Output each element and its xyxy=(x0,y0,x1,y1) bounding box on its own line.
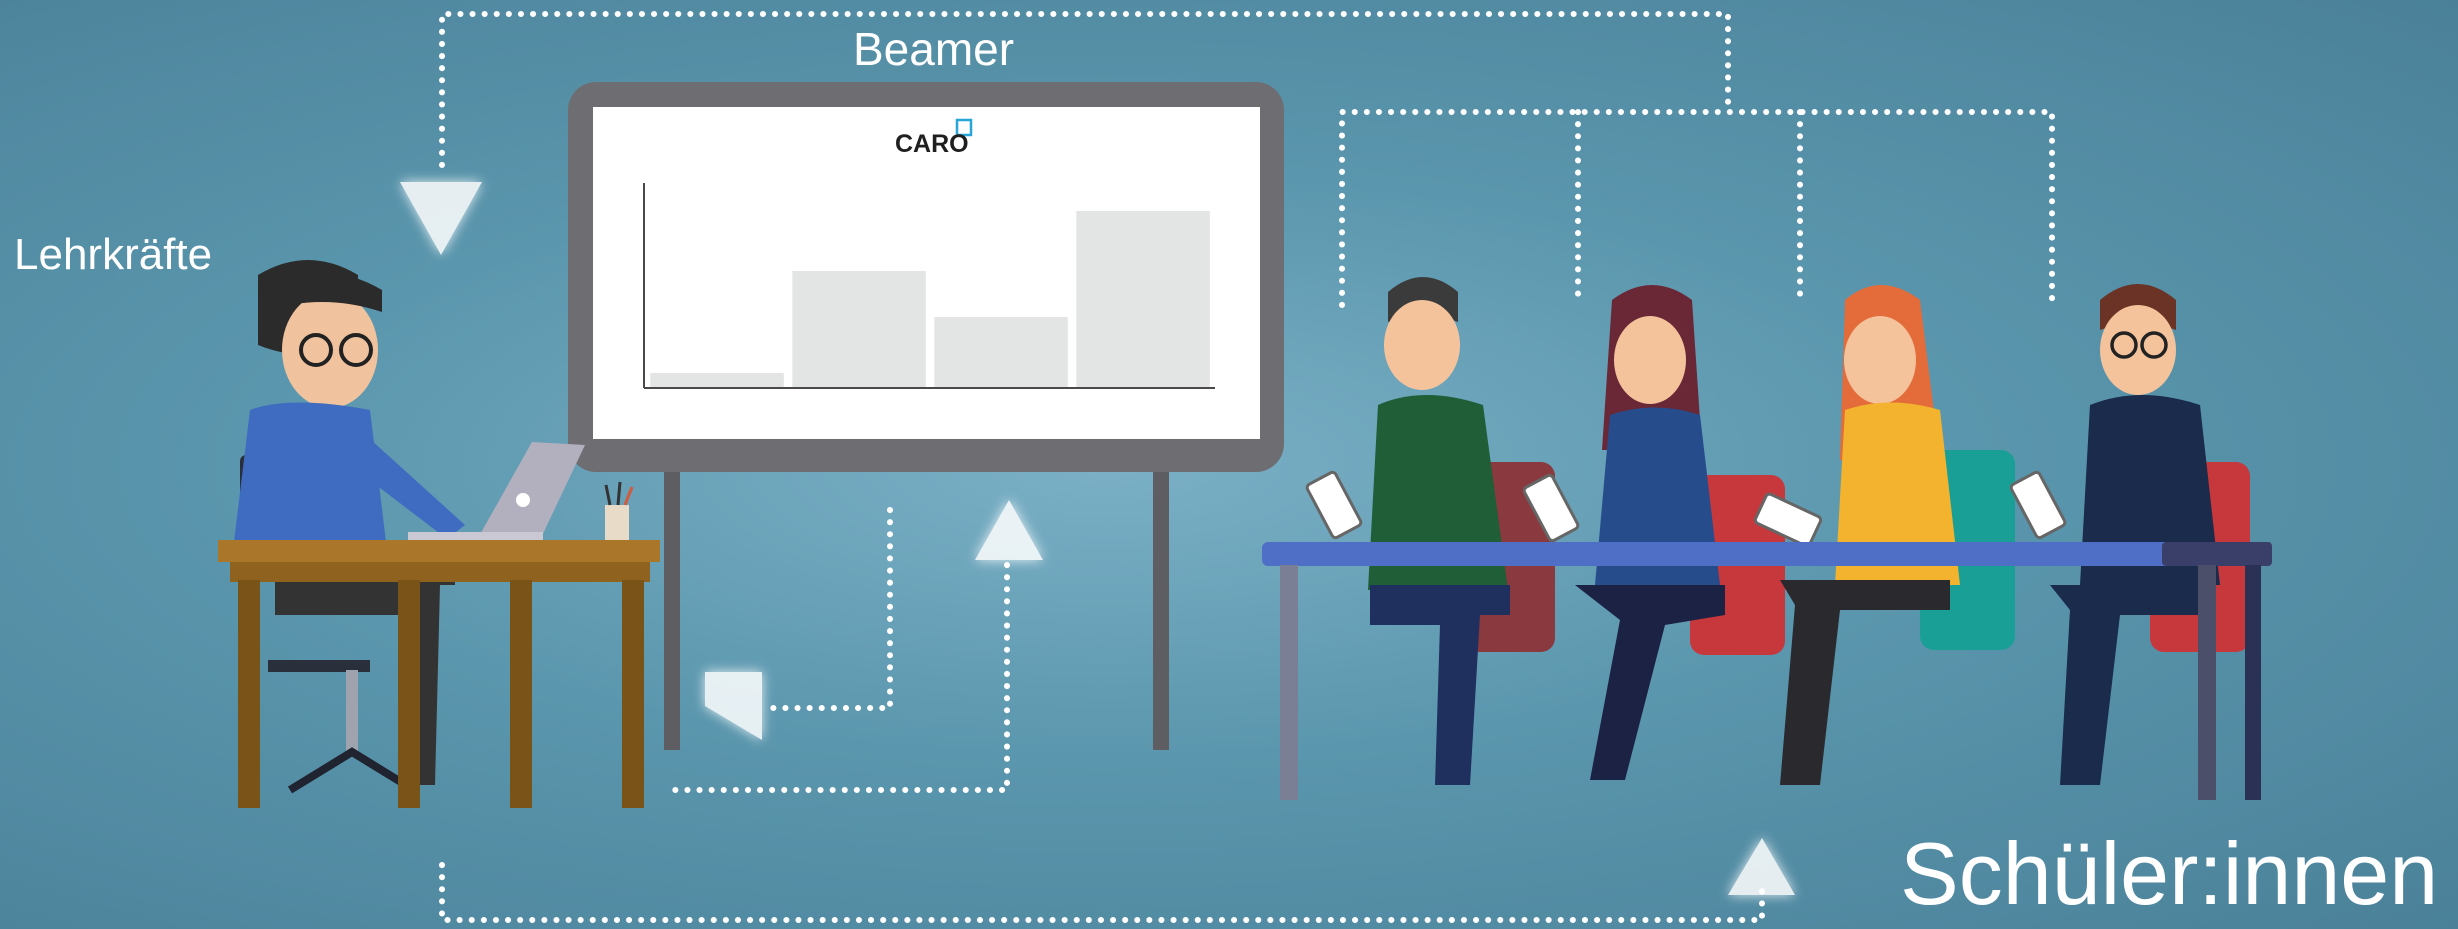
beamer-label: Beamer xyxy=(853,23,1015,75)
tablet xyxy=(2009,470,2067,540)
tablet xyxy=(1753,492,1823,548)
chart-bar-4 xyxy=(1076,211,1210,387)
caro-logo-text: CARO xyxy=(895,130,969,158)
chart-bars xyxy=(650,211,1210,387)
students-label: Schüler:innen xyxy=(1900,824,2439,923)
tablet xyxy=(1522,473,1580,543)
student-2 xyxy=(1575,285,1725,780)
flow-line-to-beamer-left xyxy=(767,507,893,711)
students-table xyxy=(1262,542,2272,800)
laptop xyxy=(408,442,585,542)
caro-logo-mark xyxy=(955,118,973,137)
flow-arrows xyxy=(400,182,1795,895)
chart-bar-3 xyxy=(934,317,1068,387)
chart-bar-1 xyxy=(650,373,784,387)
chart-bar-2 xyxy=(792,271,926,387)
pencil-cup xyxy=(604,481,634,540)
student-4 xyxy=(2050,284,2220,785)
teacher-figure xyxy=(230,260,465,794)
tablet xyxy=(1305,470,1363,540)
arrow-up-icon xyxy=(1728,838,1795,895)
arrow-left-icon xyxy=(705,672,762,740)
flow-line-bottom xyxy=(439,862,1765,923)
teacher-label: Lehrkräfte xyxy=(14,230,213,279)
flow-lines xyxy=(439,11,2055,923)
student-1 xyxy=(1368,277,1510,785)
flow-line-to-teacher xyxy=(672,562,1010,793)
arrow-down-icon xyxy=(400,182,482,255)
projector-screen xyxy=(568,82,1284,750)
flow-line-top xyxy=(439,11,1731,168)
student-3 xyxy=(1780,285,1960,785)
tablets xyxy=(1305,470,2067,548)
arrow-up-icon xyxy=(975,500,1043,560)
teacher-desk xyxy=(218,540,660,808)
flow-line-students-bracket xyxy=(1339,109,2055,308)
